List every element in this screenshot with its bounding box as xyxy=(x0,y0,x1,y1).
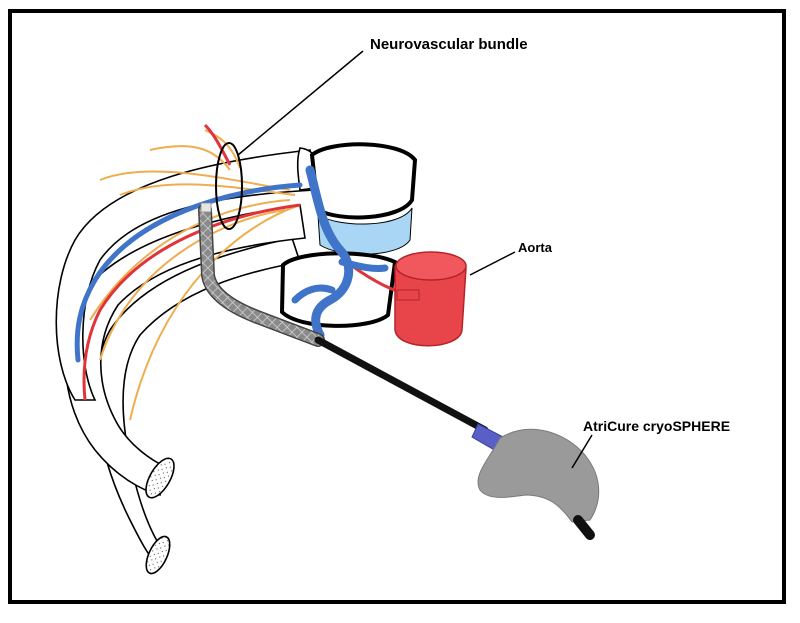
neurovascular-bundle-label: Neurovascular bundle xyxy=(370,36,528,53)
probe-cable xyxy=(573,515,595,540)
probe-handle xyxy=(477,428,600,523)
cryoprobe xyxy=(198,202,600,540)
device-label: AtriCure cryoSPHERE xyxy=(583,418,731,434)
neurovascular-bundle-marker xyxy=(215,142,243,230)
lower-rib-cut-end xyxy=(145,535,171,575)
azygos-and-intercostal-veins xyxy=(74,165,389,363)
aorta-label: Aorta xyxy=(518,240,552,255)
aorta xyxy=(394,251,467,347)
figure-border xyxy=(8,9,786,604)
ribs xyxy=(55,147,319,575)
aorta-leader-line xyxy=(469,251,516,276)
middle-rib-cut-end xyxy=(145,457,175,499)
neurovascular-leader-line xyxy=(237,50,364,156)
probe-shaft xyxy=(314,336,489,434)
vertebral-body-upper xyxy=(309,142,418,220)
device-leader-line xyxy=(571,434,593,469)
